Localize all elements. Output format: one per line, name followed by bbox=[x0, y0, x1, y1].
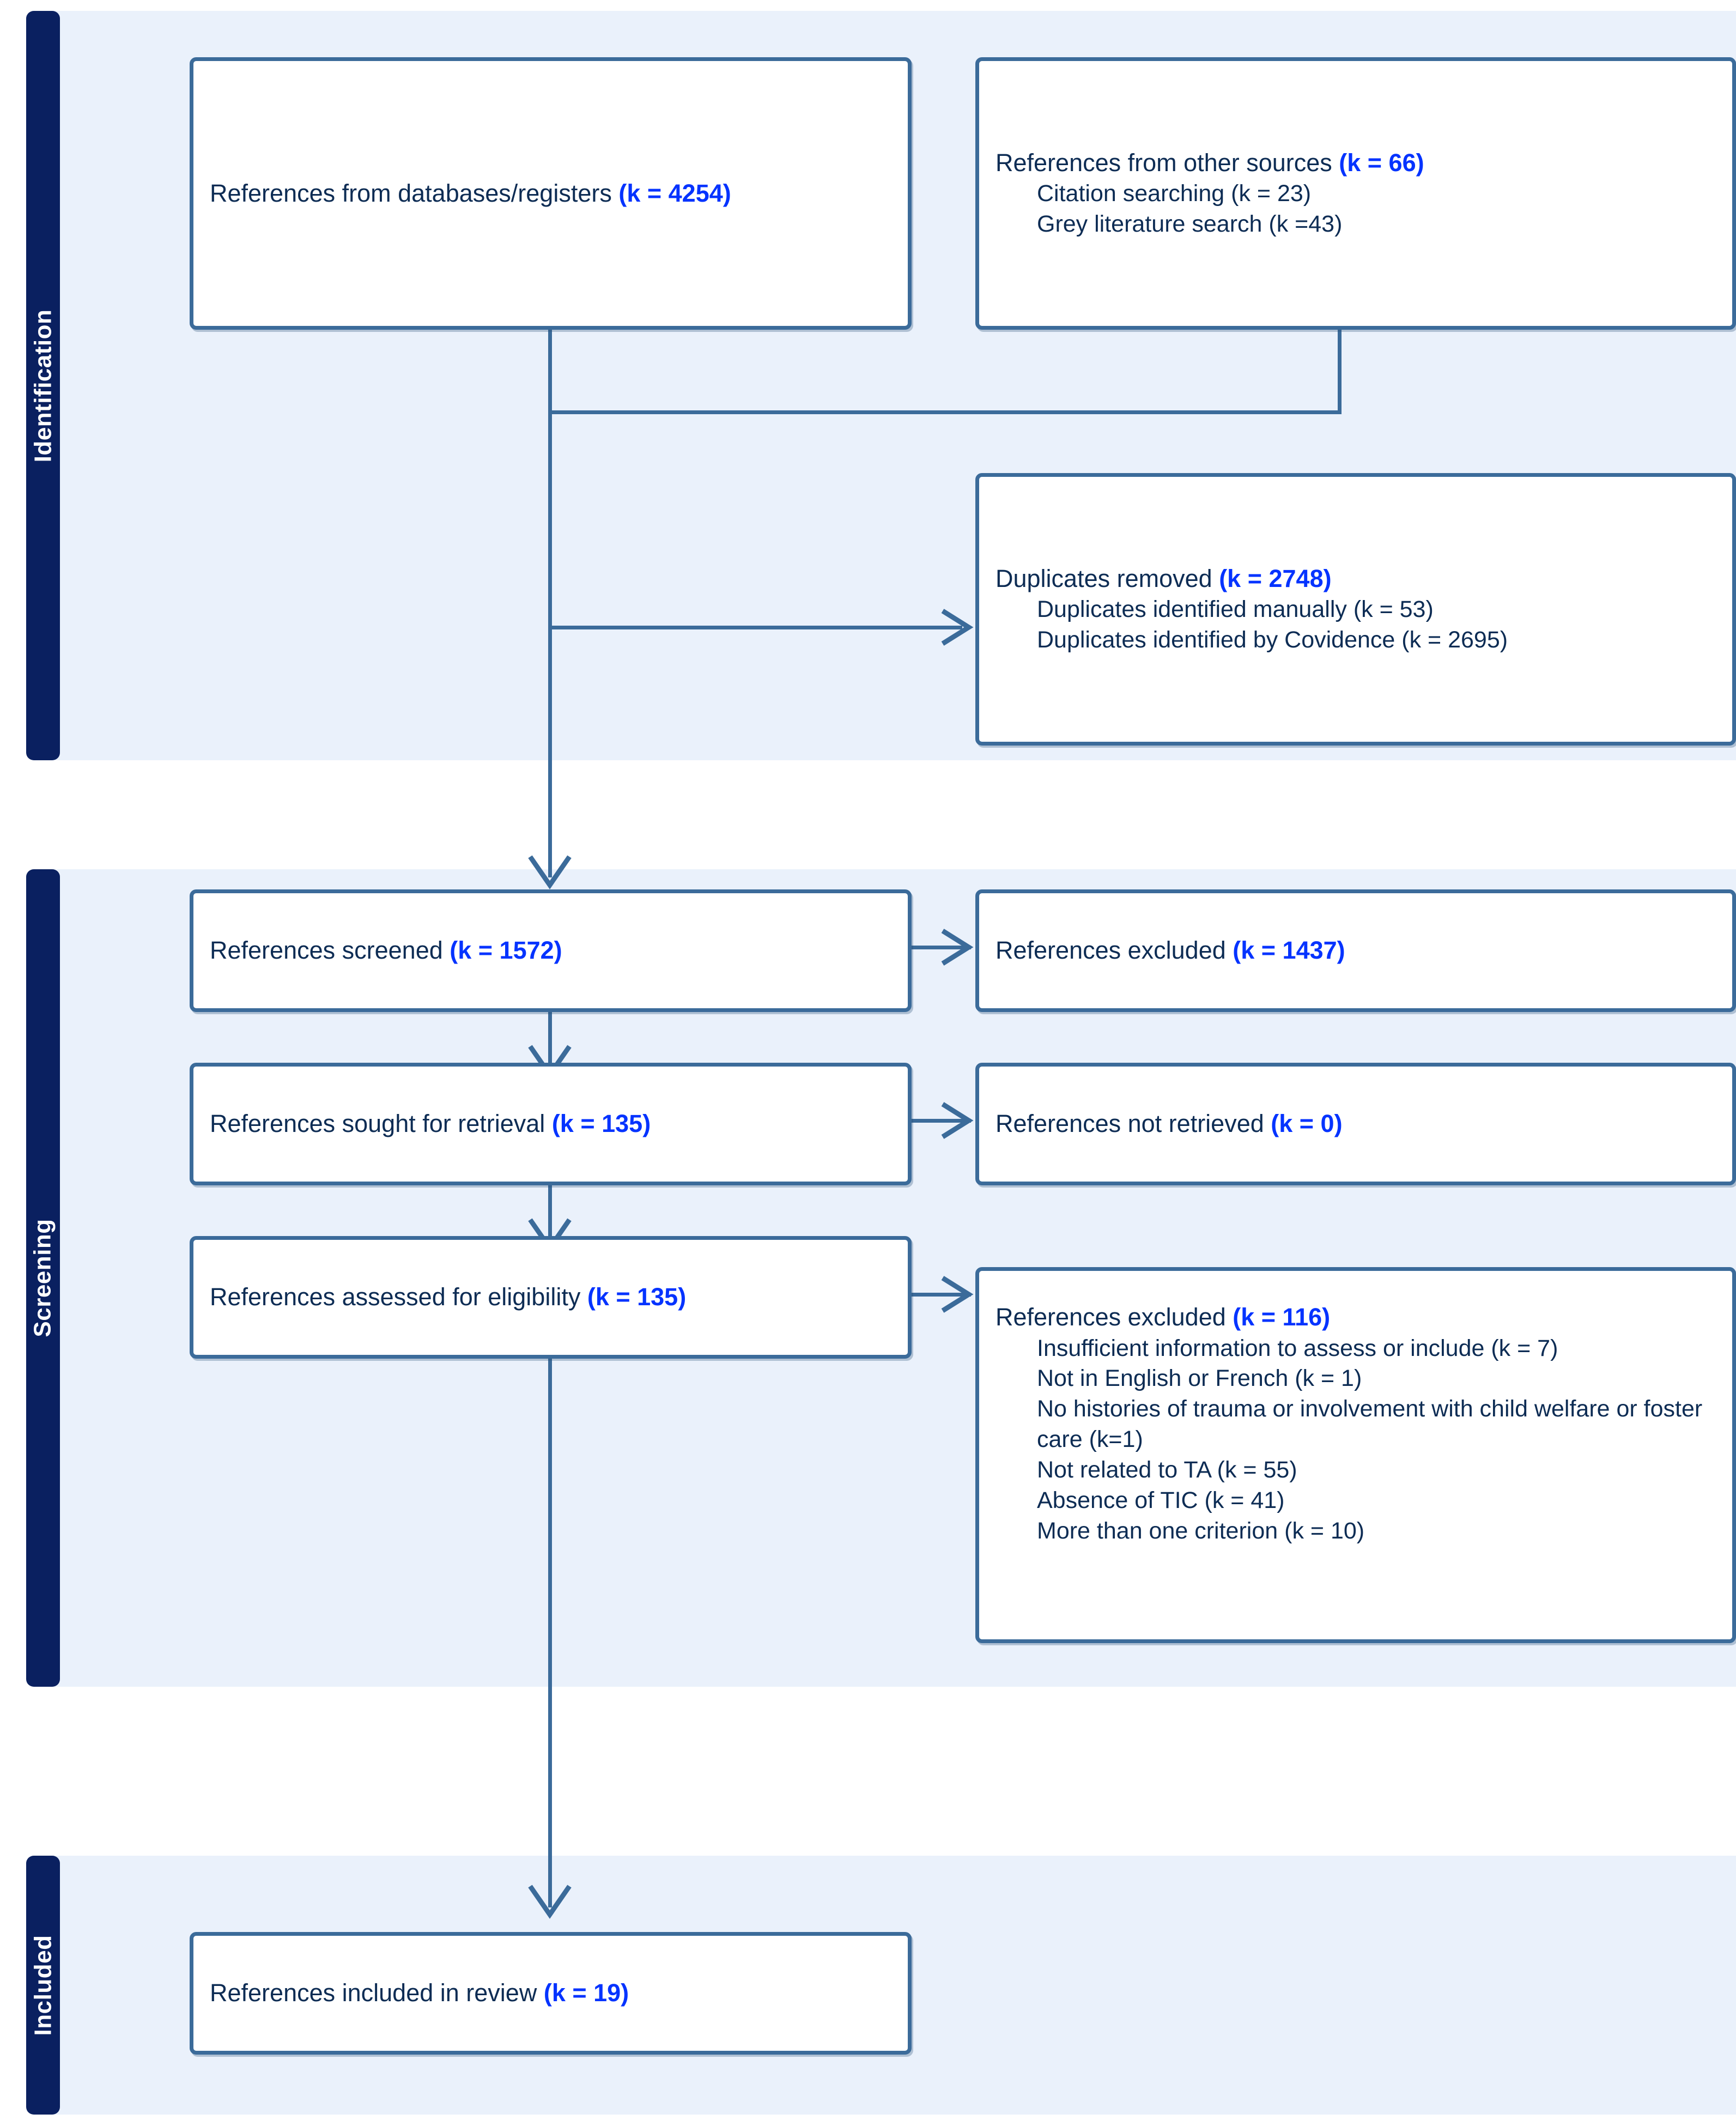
screened-line: References screened (k = 1572) bbox=[210, 935, 891, 967]
not-retrieved-count: (k = 0) bbox=[1271, 1110, 1343, 1138]
box-references-from-other-sources[interactable]: References from other sources (k = 66) C… bbox=[975, 57, 1736, 330]
connector-identification-spine bbox=[548, 410, 552, 628]
excluded-screened-count: (k = 1437) bbox=[1233, 936, 1345, 965]
excluded-eligibility-sub-5: Absence of TIC (k = 41) bbox=[1037, 1487, 1285, 1513]
box-references-screened[interactable]: References screened (k = 1572) bbox=[190, 889, 912, 1012]
box-references-sought-for-retrieval[interactable]: References sought for retrieval (k = 135… bbox=[190, 1063, 912, 1185]
excluded-screened-label: References excluded bbox=[996, 936, 1233, 965]
box-references-excluded-screening[interactable]: References excluded (k = 1437) bbox=[975, 889, 1736, 1012]
arrowhead-to-included bbox=[528, 1885, 572, 1919]
included-line: References included in review (k = 19) bbox=[210, 1977, 891, 2009]
other-sources-count: (k = 66) bbox=[1339, 148, 1424, 177]
sought-line: References sought for retrieval (k = 135… bbox=[210, 1108, 891, 1140]
excluded-eligibility-sub-3: No histories of trauma or involvement wi… bbox=[1037, 1396, 1703, 1453]
arrowhead-to-duplicates bbox=[941, 609, 974, 646]
arrowhead-screened-to-excluded bbox=[941, 929, 974, 966]
connector-other-sources-down bbox=[1338, 329, 1342, 414]
box-references-excluded-eligibility[interactable]: References excluded (k = 116) Insufficie… bbox=[975, 1267, 1736, 1643]
duplicates-sub-2: Duplicates identified by Covidence (k = … bbox=[1037, 627, 1508, 653]
other-sources-line: References from other sources (k = 66) bbox=[996, 147, 1716, 179]
excluded-eligibility-sub-4: Not related to TA (k = 55) bbox=[1037, 1457, 1297, 1483]
excluded-eligibility-label: References excluded bbox=[996, 1303, 1233, 1331]
section-tab-included: Included bbox=[26, 1856, 60, 2115]
arrowhead-to-screened bbox=[528, 855, 572, 889]
duplicates-count: (k = 2748) bbox=[1219, 564, 1332, 592]
box-references-included-in-review[interactable]: References included in review (k = 19) bbox=[190, 1932, 912, 2055]
excluded-eligibility-count: (k = 116) bbox=[1233, 1303, 1331, 1331]
excluded-eligibility-sub-2: Not in English or French (k = 1) bbox=[1037, 1365, 1362, 1392]
excluded-eligibility-sub-1: Insufficient information to assess or in… bbox=[1037, 1335, 1558, 1361]
box-duplicates-removed[interactable]: Duplicates removed (k = 2748) Duplicates… bbox=[975, 473, 1736, 746]
included-label: References included in review bbox=[210, 1979, 544, 2007]
connector-assessed-to-excluded bbox=[911, 1293, 971, 1297]
connector-databases-down bbox=[548, 329, 552, 414]
other-sources-sub-2: Grey literature search (k =43) bbox=[1037, 211, 1343, 238]
duplicates-label: Duplicates removed bbox=[996, 564, 1219, 592]
connector-screened-to-excluded bbox=[911, 946, 971, 949]
arrowhead-sought-to-notretrieved bbox=[941, 1102, 974, 1139]
included-count: (k = 19) bbox=[543, 1979, 629, 2007]
excluded-eligibility-line: References excluded (k = 116) bbox=[996, 1301, 1716, 1334]
screened-count: (k = 1572) bbox=[450, 936, 562, 965]
databases-label: References from databases/registers bbox=[210, 179, 619, 207]
assessed-line: References assessed for eligibility (k =… bbox=[210, 1281, 891, 1313]
box-references-from-databases[interactable]: References from databases/registers (k =… bbox=[190, 57, 912, 330]
section-tab-label-screening: Screening bbox=[29, 1219, 56, 1337]
excluded-eligibility-sub-6: More than one criterion (k = 10) bbox=[1037, 1517, 1365, 1544]
connector-sought-to-assessed bbox=[548, 1184, 552, 1241]
connector-sought-to-notretrieved bbox=[911, 1119, 971, 1123]
excluded-screened-line: References excluded (k = 1437) bbox=[996, 935, 1716, 967]
not-retrieved-label: References not retrieved bbox=[996, 1110, 1271, 1138]
connector-assessed-to-included bbox=[548, 1357, 552, 1907]
duplicates-line: Duplicates removed (k = 2748) bbox=[996, 563, 1716, 595]
connector-screened-to-sought bbox=[548, 1011, 552, 1068]
assessed-label: References assessed for eligibility bbox=[210, 1283, 587, 1311]
sought-count: (k = 135) bbox=[551, 1110, 651, 1138]
other-sources-label: References from other sources bbox=[996, 148, 1339, 177]
screened-label: References screened bbox=[210, 936, 450, 965]
box-references-not-retrieved[interactable]: References not retrieved (k = 0) bbox=[975, 1063, 1736, 1185]
connector-merge-bar bbox=[548, 410, 1342, 414]
section-tab-screening: Screening bbox=[26, 869, 60, 1687]
section-tab-identification: Identification bbox=[26, 11, 60, 760]
databases-count: (k = 4254) bbox=[618, 179, 731, 207]
connector-to-duplicates bbox=[548, 626, 962, 629]
not-retrieved-line: References not retrieved (k = 0) bbox=[996, 1108, 1716, 1140]
box-references-assessed-for-eligibility[interactable]: References assessed for eligibility (k =… bbox=[190, 1236, 912, 1359]
section-tab-label-identification: Identification bbox=[29, 309, 56, 462]
duplicates-sub-1: Duplicates identified manually (k = 53) bbox=[1037, 596, 1434, 623]
section-tab-label-included: Included bbox=[29, 1935, 56, 2036]
other-sources-sub-1: Citation searching (k = 23) bbox=[1037, 180, 1312, 207]
connector-spine-to-screened bbox=[548, 626, 552, 877]
sought-label: References sought for retrieval bbox=[210, 1110, 552, 1138]
arrowhead-assessed-to-excluded bbox=[941, 1276, 974, 1313]
assessed-count: (k = 135) bbox=[587, 1283, 687, 1311]
databases-line: References from databases/registers (k =… bbox=[210, 178, 891, 210]
